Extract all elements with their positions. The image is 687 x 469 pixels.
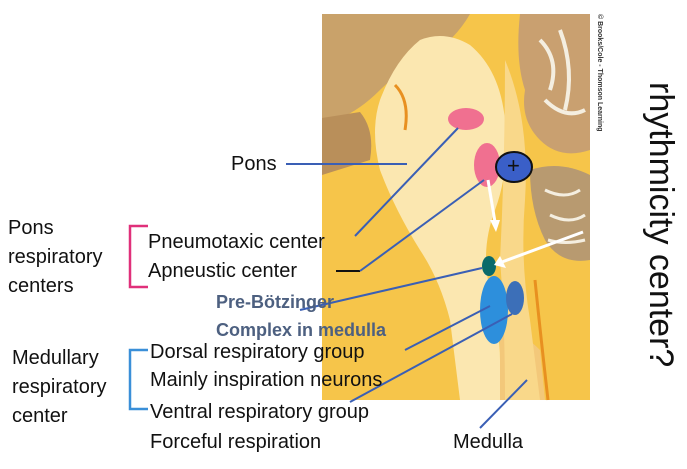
ventral-pointer	[349, 313, 513, 403]
pre-botzinger-pointer	[299, 267, 483, 311]
pons-label: Pons	[231, 153, 277, 175]
apneustic-spot	[474, 143, 500, 187]
plus-sign: +	[507, 153, 520, 178]
pneumotaxic-spot	[448, 108, 484, 130]
medullary-bracket	[128, 348, 148, 411]
pons-bracket	[128, 224, 148, 289]
plus-circle	[495, 151, 533, 183]
pneumotaxic-label: Pneumotaxic center	[148, 231, 325, 253]
medullary-group-label-2: respiratory	[12, 376, 107, 398]
dorsal-label: Dorsal respiratory group	[150, 341, 365, 363]
pre-botzinger-label-2: Complex in medulla	[216, 320, 387, 340]
pneumotaxic-pointer	[354, 127, 459, 237]
pre-botzinger-spot	[482, 256, 496, 276]
cerebellum-region	[518, 14, 590, 154]
dorsal-pointer	[404, 305, 491, 351]
arrow-cerebellum-to-preb	[501, 230, 584, 264]
dorsal-sub-label: Mainly inspiration neurons	[150, 369, 383, 391]
pons-group-label-3: centers	[8, 275, 74, 297]
pre-botzinger-label-1: Pre-Bötzinger	[216, 292, 335, 312]
copyright-notice: © Brooks/Cole - Thomson Learning	[596, 14, 603, 132]
medullary-group-label-3: center	[12, 405, 68, 427]
ventral-label: Ventral respiratory group	[150, 401, 370, 423]
apneustic-label: Apneustic center	[148, 260, 297, 282]
medulla-label: Medulla	[453, 431, 524, 453]
pons-group-label-1: Pons	[8, 217, 54, 239]
arrow-apneustic-to-preb	[486, 179, 497, 223]
apneustic-pointer	[359, 179, 485, 272]
pons-group-label-2: respiratory	[8, 246, 103, 268]
ventral-respiratory-spot	[506, 281, 524, 315]
medulla-pointer	[479, 379, 528, 429]
rhythmicity-center-question: rhythmicity center?	[642, 82, 680, 368]
ventral-sub-label: Forceful respiration	[150, 431, 322, 453]
medullary-group-label-1: Medullary	[12, 347, 99, 369]
